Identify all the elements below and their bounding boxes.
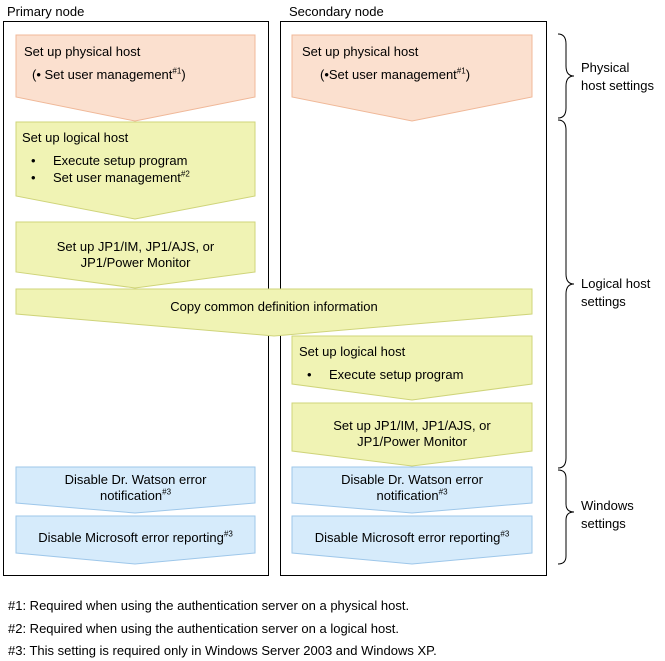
s-phys-item: (•Set user management#1) <box>320 66 471 82</box>
primary-node-label: Primary node <box>7 4 85 19</box>
s-ms-text: Disable Microsoft error reporting#3 <box>314 529 510 545</box>
p-ms-text: Disable Microsoft error reporting#3 <box>38 529 233 545</box>
step-copy-shape <box>15 288 533 337</box>
secondary-node-label: Secondary node <box>289 4 384 19</box>
note-1: #1: Required when using the authenticati… <box>8 598 410 613</box>
p-log-item1: Execute setup program <box>31 153 187 169</box>
physical-brace <box>557 33 575 119</box>
p-log-title: Set up logical host <box>22 130 129 145</box>
note-2: #2: Required when using the authenticati… <box>8 621 399 636</box>
p-phys-item: (• Set user management#1) <box>32 66 186 82</box>
step-p-watson-shape <box>15 466 256 514</box>
step-s-watson-shape <box>291 466 533 514</box>
step-p-ms-shape <box>15 515 256 565</box>
s-log-item1: Execute setup program <box>307 367 463 383</box>
copy-text: Copy common definition information <box>170 299 378 314</box>
p-phys-title: Set up physical host <box>24 44 141 59</box>
logical-brace <box>557 119 575 469</box>
step-s-phys-shape <box>291 34 533 122</box>
note-3: #3: This setting is required only in Win… <box>8 643 437 658</box>
p-log-item2: Set user management#2 <box>31 170 190 186</box>
s-log-title: Set up logical host <box>299 344 406 359</box>
step-p-phys-shape <box>15 34 256 122</box>
step-p-jp1-shape <box>15 221 256 289</box>
step-s-ms-shape <box>291 515 533 565</box>
step-s-jp1-shape <box>291 402 533 467</box>
windows-brace <box>557 469 575 565</box>
s-phys-title: Set up physical host <box>302 44 419 59</box>
